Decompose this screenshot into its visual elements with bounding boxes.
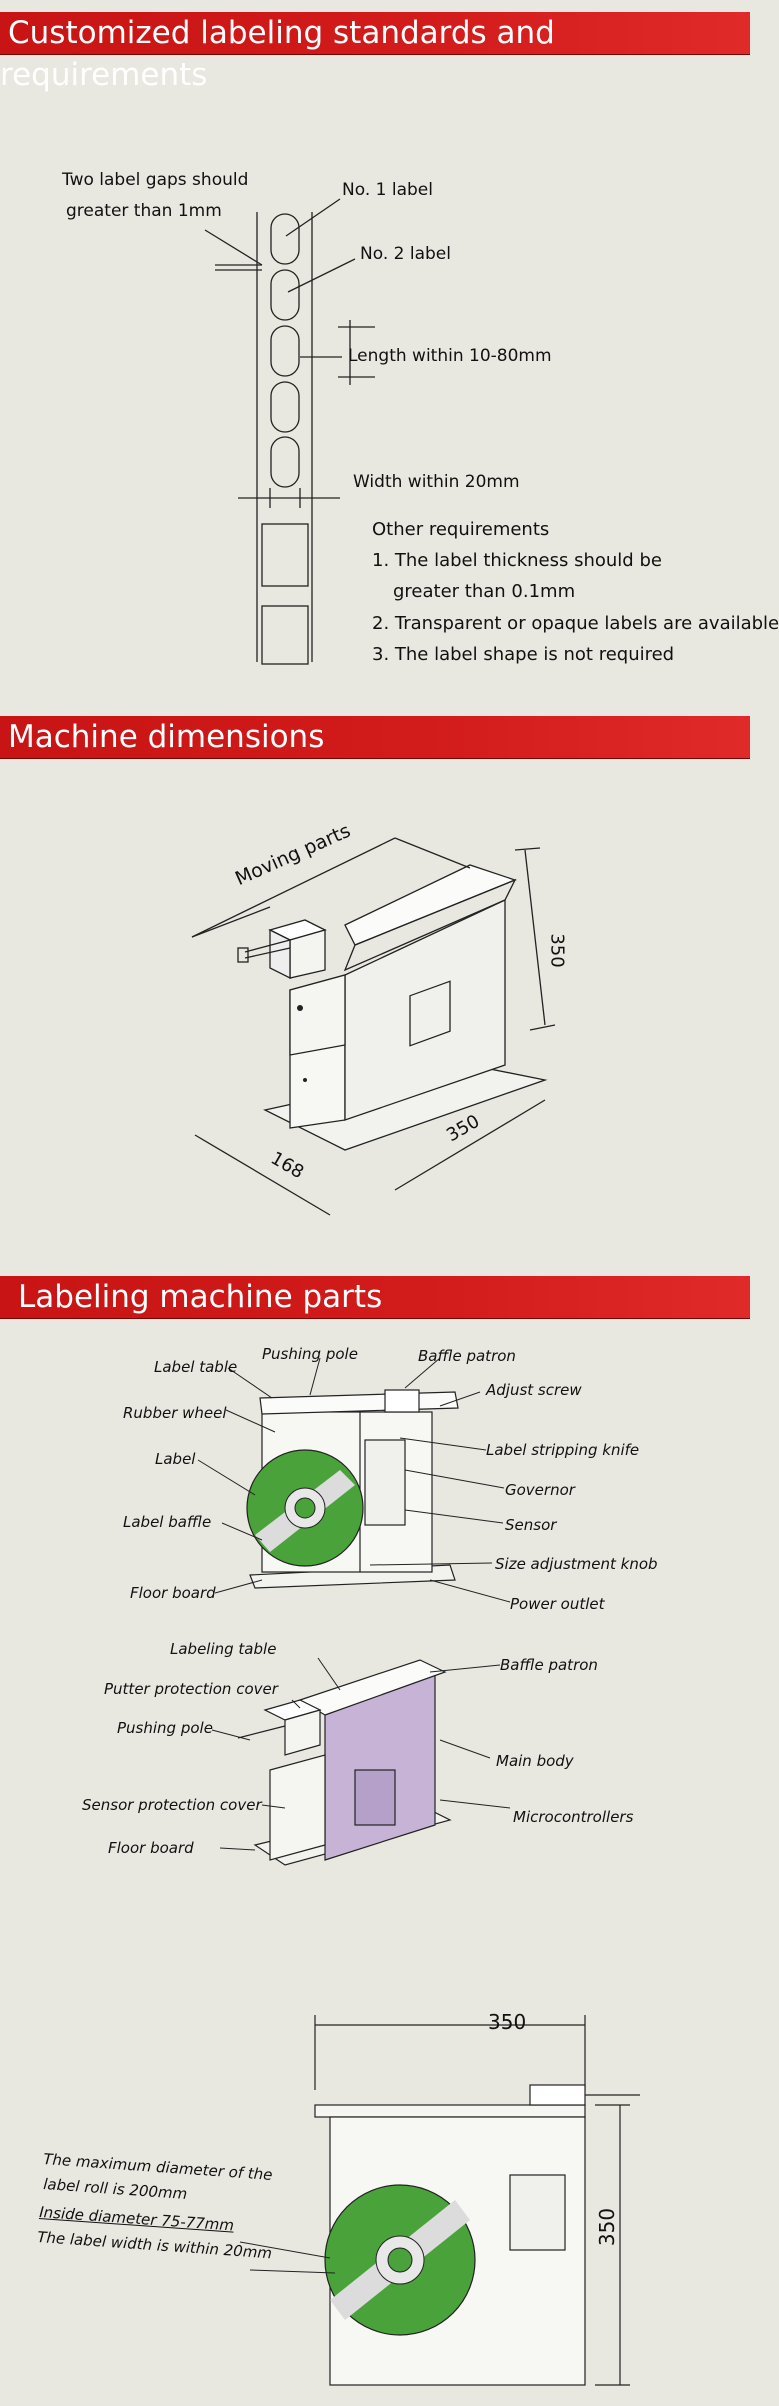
machine-dimension-drawing (191, 837, 556, 1216)
part-baffle-patron-2: Baffle patron (500, 1656, 598, 1674)
gap-note-line2: greater than 1mm (66, 201, 222, 221)
part-floor-board: Floor board (130, 1584, 216, 1602)
part-label: Label (155, 1450, 196, 1468)
machine-parts-diagram-front (197, 1357, 511, 1603)
section-title: Customized labeling standards and requir… (0, 15, 555, 93)
part-putter-cover: Putter protection cover (104, 1680, 278, 1698)
section-title: Labeling machine parts (18, 1279, 383, 1315)
dim-height-label: 350 (546, 933, 568, 968)
part-pushing-pole: Pushing pole (262, 1345, 358, 1363)
machine-front-dimension-drawing (239, 2015, 640, 2386)
gap-note-line1: Two label gaps should (62, 170, 249, 190)
label-strip-diagram (204, 198, 375, 665)
section-banner-machine-dimensions: Machine dimensions (0, 716, 750, 758)
part-size-knob: Size adjustment knob (495, 1555, 658, 1573)
requirement-1-line1: 1. The label thickness should be (372, 550, 662, 571)
other-requirements-title: Other requirements (372, 519, 550, 540)
part-label-table: Label table (154, 1358, 238, 1376)
requirement-2: 2. Transparent or opaque labels are avai… (372, 613, 779, 634)
label-no1: No. 1 label (342, 180, 433, 200)
dim-height-350: 350 (595, 2207, 620, 2247)
width-note: Width within 20mm (353, 472, 520, 492)
part-microcontrollers: Microcontrollers (513, 1808, 634, 1826)
label-no2: No. 2 label (360, 244, 451, 264)
requirement-3: 3. The label shape is not required (372, 644, 675, 665)
part-sensor: Sensor (505, 1516, 557, 1534)
section-banner-machine-parts: Labeling machine parts (0, 1276, 750, 1318)
dim-width-350: 350 (488, 2010, 527, 2034)
part-floor-board-2: Floor board (108, 1839, 194, 1857)
part-baffle-patron: Baffle patron (418, 1347, 516, 1365)
part-labeling-table: Labeling table (170, 1640, 277, 1658)
part-power-outlet: Power outlet (510, 1595, 605, 1613)
section-banner-labeling-standards: Customized labeling standards and requir… (0, 12, 750, 93)
section-title: Machine dimensions (8, 719, 325, 755)
part-pushing-pole-2: Pushing pole (117, 1719, 213, 1737)
part-main-body: Main body (496, 1752, 574, 1770)
part-adjust-screw: Adjust screw (486, 1381, 582, 1399)
length-note: Length within 10-80mm (348, 346, 552, 366)
part-governor: Governor (505, 1481, 575, 1499)
part-stripping-knife: Label stripping knife (486, 1441, 640, 1459)
part-rubber-wheel: Rubber wheel (123, 1404, 227, 1422)
requirement-1-line2: greater than 0.1mm (393, 581, 576, 602)
part-sensor-cover: Sensor protection cover (82, 1796, 262, 1814)
part-label-baffle: Label baffle (123, 1513, 212, 1531)
machine-parts-diagram-iso (211, 1657, 511, 1866)
